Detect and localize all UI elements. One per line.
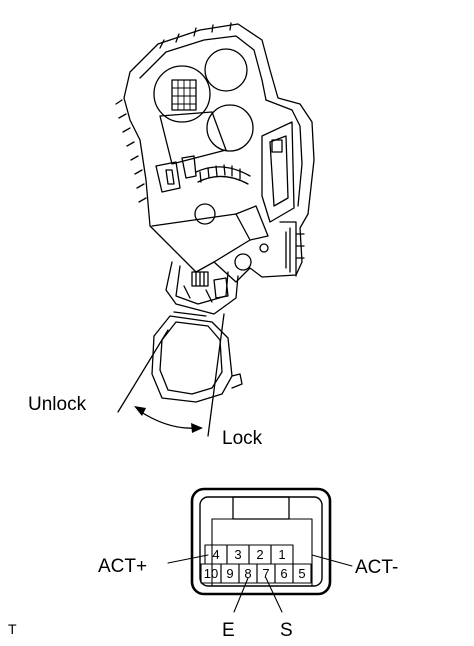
s-label: S — [280, 620, 293, 641]
e-leader — [233, 577, 249, 613]
connector-housing — [190, 487, 332, 596]
rotation-arc — [137, 409, 197, 429]
pin-7: 7 — [262, 566, 269, 581]
lock-lever — [151, 315, 233, 403]
pin-numbers: 4 3 2 1 10 9 8 7 6 5 — [204, 547, 306, 581]
pin-3: 3 — [234, 547, 241, 562]
act-plus-label: ACT+ — [98, 556, 147, 577]
pin-8: 8 — [244, 566, 251, 581]
pin-6: 6 — [280, 566, 287, 581]
unlock-label: Unlock — [28, 394, 87, 415]
act-minus-label: ACT- — [355, 557, 398, 578]
rotation-arrowheads — [134, 406, 203, 433]
leader-lines — [167, 554, 353, 613]
motion-indicator — [117, 313, 225, 437]
pin-1: 1 — [278, 547, 285, 562]
lock-label: Lock — [222, 428, 263, 449]
unlock-position-line — [117, 329, 169, 413]
s-leader — [265, 577, 283, 613]
pin-2: 2 — [256, 547, 263, 562]
e-label: E — [222, 620, 235, 641]
actuator-housing — [123, 23, 315, 283]
pin-10: 10 — [204, 566, 218, 581]
lock-actuator-assembly — [115, 22, 315, 403]
pin-5: 5 — [298, 566, 305, 581]
lock-position-line — [207, 313, 225, 437]
pin-4: 4 — [212, 547, 219, 562]
corner-mark: T — [8, 621, 17, 637]
act-plus-leader — [167, 554, 209, 564]
pin-9: 9 — [226, 566, 233, 581]
act-minus-leader — [311, 554, 353, 567]
connector-pin-grid — [200, 544, 312, 584]
